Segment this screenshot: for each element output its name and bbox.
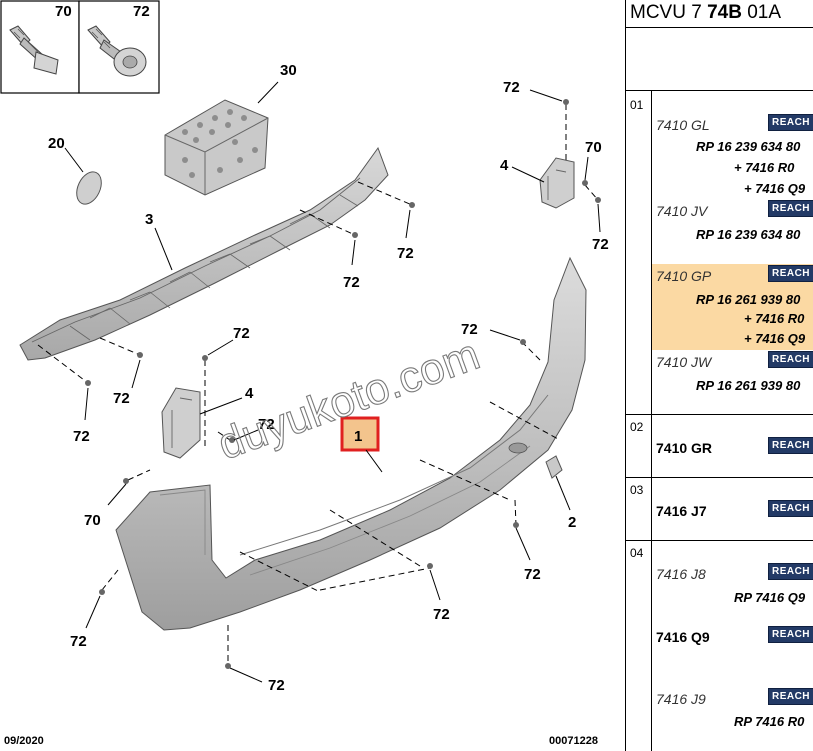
callout-72-box: 72: [133, 3, 150, 20]
callout-72-right-a: 72: [592, 236, 609, 253]
replacement-ref: RP 16 261 939 80: [696, 292, 801, 307]
callout-4-left: 4: [245, 385, 254, 402]
part-4-bracket-left: [161, 387, 201, 459]
replacement-ref: RP 7416 Q9: [734, 590, 806, 605]
callout-72-center: 72: [233, 325, 250, 342]
group-number-02: 02: [630, 420, 644, 434]
parts-reference-panel: MCVU 7 74B 01A 01 7410 GL REACH RP 16 23…: [625, 0, 813, 751]
callout-72-top-right: 72: [503, 79, 520, 96]
replacement-ref: RP 7416 R0: [734, 714, 805, 729]
part-code[interactable]: 7416 J7: [656, 503, 707, 519]
callout-70-box: 70: [55, 3, 72, 20]
screw-70-icon: [9, 25, 59, 75]
part-code[interactable]: 7416 J8: [656, 566, 706, 582]
callout-1-box: [340, 416, 380, 452]
reach-badge: REACH: [768, 626, 813, 643]
replacement-ref: + 7416 Q9: [744, 181, 806, 196]
callout-4-right: 4: [500, 157, 509, 174]
callout-1: 1: [354, 428, 362, 445]
reach-badge: REACH: [768, 351, 813, 368]
part-code[interactable]: 7410 GL: [656, 117, 710, 133]
callout-72-mid-a: 72: [397, 245, 414, 262]
callout-30: 30: [280, 62, 297, 79]
part-code[interactable]: 7416 J9: [656, 691, 706, 707]
part-30-absorber: [164, 99, 269, 196]
callout-72-bottom-a: 72: [524, 566, 541, 583]
reach-badge: REACH: [768, 200, 813, 217]
fastener-box-70: 70: [0, 0, 80, 94]
reach-badge: REACH: [768, 688, 813, 705]
part-2-cap: [545, 455, 563, 479]
callout-3: 3: [145, 211, 153, 228]
diagram-reference: MCVU 7 74B 01A: [630, 2, 782, 23]
footer-doc-number: 00071228: [549, 735, 598, 747]
part-code[interactable]: 7410 GR: [656, 440, 713, 456]
group-number-04: 04: [630, 546, 644, 560]
callout-70-left: 70: [84, 512, 101, 529]
replacement-ref: + 7416 R0: [734, 160, 795, 175]
callout-72-left-a: 72: [113, 390, 130, 407]
replacement-ref: RP 16 261 939 80: [696, 378, 801, 393]
reach-badge: REACH: [768, 265, 813, 282]
screw-72-icon: [87, 25, 147, 77]
replacement-ref: + 7416 Q9: [744, 331, 806, 346]
reach-badge: REACH: [768, 437, 813, 454]
exploded-parts-diagram: 70 72 30: [0, 0, 609, 747]
screw-markers: [85, 99, 601, 669]
callout-72-bottom-c: 72: [70, 633, 87, 650]
part-code[interactable]: 7410 JW: [656, 354, 712, 370]
callout-72-right-b: 72: [461, 321, 478, 338]
callout-2: 2: [568, 514, 576, 531]
part-4-bracket-right: [539, 157, 575, 209]
part-3-reinforcement-beam: [19, 146, 389, 361]
group-number-03: 03: [630, 483, 644, 497]
part-20-plug: [76, 171, 102, 205]
callout-72-bottom-b: 72: [433, 606, 450, 623]
callout-72-left-c: 72: [258, 416, 275, 433]
reach-badge: REACH: [768, 114, 813, 131]
replacement-ref: + 7416 R0: [744, 311, 805, 326]
callout-72-mid-b: 72: [343, 274, 360, 291]
reach-badge: REACH: [768, 500, 813, 517]
callout-20: 20: [48, 135, 65, 152]
part-1-rear-bumper: [115, 256, 587, 631]
footer-date: 09/2020: [4, 735, 44, 747]
reach-badge: REACH: [768, 563, 813, 580]
replacement-ref: RP 16 239 634 80: [696, 227, 801, 242]
part-code[interactable]: 7416 Q9: [656, 629, 710, 645]
callout-72-bottom-d: 72: [268, 677, 285, 694]
part-code[interactable]: 7410 GP: [656, 268, 712, 284]
callout-70-right: 70: [585, 139, 602, 156]
replacement-ref: RP 16 239 634 80: [696, 139, 801, 154]
part-code[interactable]: 7410 JV: [656, 203, 708, 219]
group-number-01: 01: [630, 98, 644, 112]
callout-72-left-b: 72: [73, 428, 90, 445]
fastener-box-72: 72: [78, 0, 160, 94]
